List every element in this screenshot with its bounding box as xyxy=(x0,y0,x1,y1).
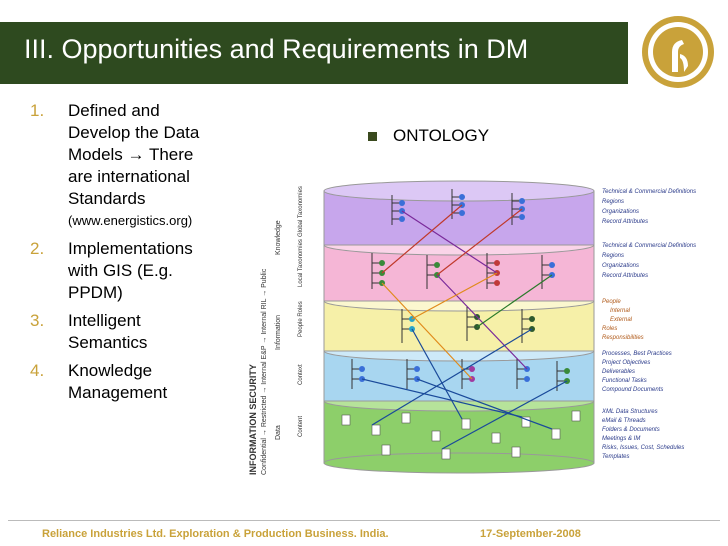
list-number: 2. xyxy=(30,239,45,258)
legend-item: Deliverables xyxy=(602,369,635,375)
list-line: Defined and xyxy=(68,101,160,120)
legend-item: Organizations xyxy=(602,209,639,215)
list-line: Management xyxy=(68,383,168,402)
legend-item: Processes, Best Practices xyxy=(602,351,672,357)
list-line: Knowledge xyxy=(68,361,153,380)
list-line: Semantics xyxy=(68,333,148,352)
document-icons xyxy=(341,410,581,460)
list-line: PPDM) xyxy=(68,283,123,302)
list-line: Models → There xyxy=(68,145,194,164)
footer-divider xyxy=(8,520,720,521)
right-label-global: Global Taxonomies xyxy=(298,186,304,237)
list-line: Implementations xyxy=(68,239,193,258)
list-item: 4. Knowledge Management xyxy=(30,360,240,404)
legend-item: Responsibilities xyxy=(602,335,644,341)
legend-item: Technical & Commercial Definitions xyxy=(602,243,696,249)
right-label-people: People Roles xyxy=(298,301,304,337)
legend-item: People xyxy=(602,299,621,305)
list-line: Intelligent xyxy=(68,311,141,330)
security-sub: Confidential → Restricted → Internal E&P… xyxy=(261,268,268,475)
list-note: (www.energistics.org) xyxy=(68,213,193,228)
legend-item: Folders & Documents xyxy=(602,427,660,433)
legend-item: eMail & Threads xyxy=(602,418,646,424)
requirements-list: 1. Defined and Develop the Data Models →… xyxy=(30,100,240,410)
list-item: 1. Defined and Develop the Data Models →… xyxy=(30,100,240,232)
list-line: Standards xyxy=(68,189,146,208)
footer-text: Reliance Industries Ltd. Exploration & P… xyxy=(42,528,389,540)
title-bar: III. Opportunities and Requirements in D… xyxy=(0,22,628,84)
legend-item: Project Objectives xyxy=(602,360,650,366)
list-text: Knowledge Management xyxy=(68,360,240,404)
legend-item: Compound Documents xyxy=(602,387,663,393)
list-text: Intelligent Semantics xyxy=(68,310,240,354)
right-label-local: Local Taxonomies xyxy=(298,239,304,287)
list-line: Develop the Data xyxy=(68,123,200,142)
list-text: Implementations with GIS (E.g. PPDM) xyxy=(68,238,240,304)
list-line: are international xyxy=(68,167,190,186)
security-label: INFORMATION SECURITY xyxy=(248,364,258,475)
square-bullet-icon xyxy=(368,131,377,141)
right-label-context: Context xyxy=(298,364,304,385)
legend-item: External xyxy=(610,317,633,323)
diagram-legend: Technical & Commercial Definitions Regio… xyxy=(601,189,696,460)
ontology-bullet: ONTOLOGY xyxy=(368,126,489,146)
list-line: with GIS (E.g. xyxy=(68,261,173,280)
legend-item: Technical & Commercial Definitions xyxy=(602,189,696,195)
list-number: 3. xyxy=(30,311,45,330)
slide-title: III. Opportunities and Requirements in D… xyxy=(24,34,529,64)
list-number: 4. xyxy=(30,361,45,380)
cross-links xyxy=(361,204,568,450)
legend-item: Templates xyxy=(602,454,629,460)
list-item: 3. Intelligent Semantics xyxy=(30,310,240,354)
list-text: Defined and Develop the Data Models → Th… xyxy=(68,100,240,232)
ontology-diagram: INFORMATION SECURITY Confidential → Rest… xyxy=(248,180,696,475)
layer-global xyxy=(323,180,595,246)
left-label-knowledge: Knowledge xyxy=(275,220,282,255)
ontology-label: ONTOLOGY xyxy=(393,126,490,145)
legend-item: Functional Tasks xyxy=(602,378,647,384)
right-label-content: Content xyxy=(298,416,304,437)
legend-item: XML Data Structures xyxy=(601,409,658,415)
footer-date: 17-September-2008 xyxy=(480,528,581,540)
legend-item: Organizations xyxy=(602,263,639,269)
legend-item: Regions xyxy=(602,253,624,259)
legend-item: Risks, Issues, Cost, Schedules xyxy=(602,445,684,451)
list-item: 2. Implementations with GIS (E.g. PPDM) xyxy=(30,238,240,304)
left-label-information: Information xyxy=(275,315,282,350)
list-number: 1. xyxy=(30,101,45,120)
company-logo-icon xyxy=(642,16,714,88)
taxonomy-trees xyxy=(351,189,565,391)
legend-item: Record Attributes xyxy=(602,273,648,279)
legend-item: Internal xyxy=(610,308,631,314)
legend-item: Record Attributes xyxy=(602,219,648,225)
left-label-data: Data xyxy=(275,425,282,440)
legend-item: Meetings & IM xyxy=(602,436,640,442)
legend-item: Roles xyxy=(602,326,617,332)
legend-item: Regions xyxy=(602,199,624,205)
